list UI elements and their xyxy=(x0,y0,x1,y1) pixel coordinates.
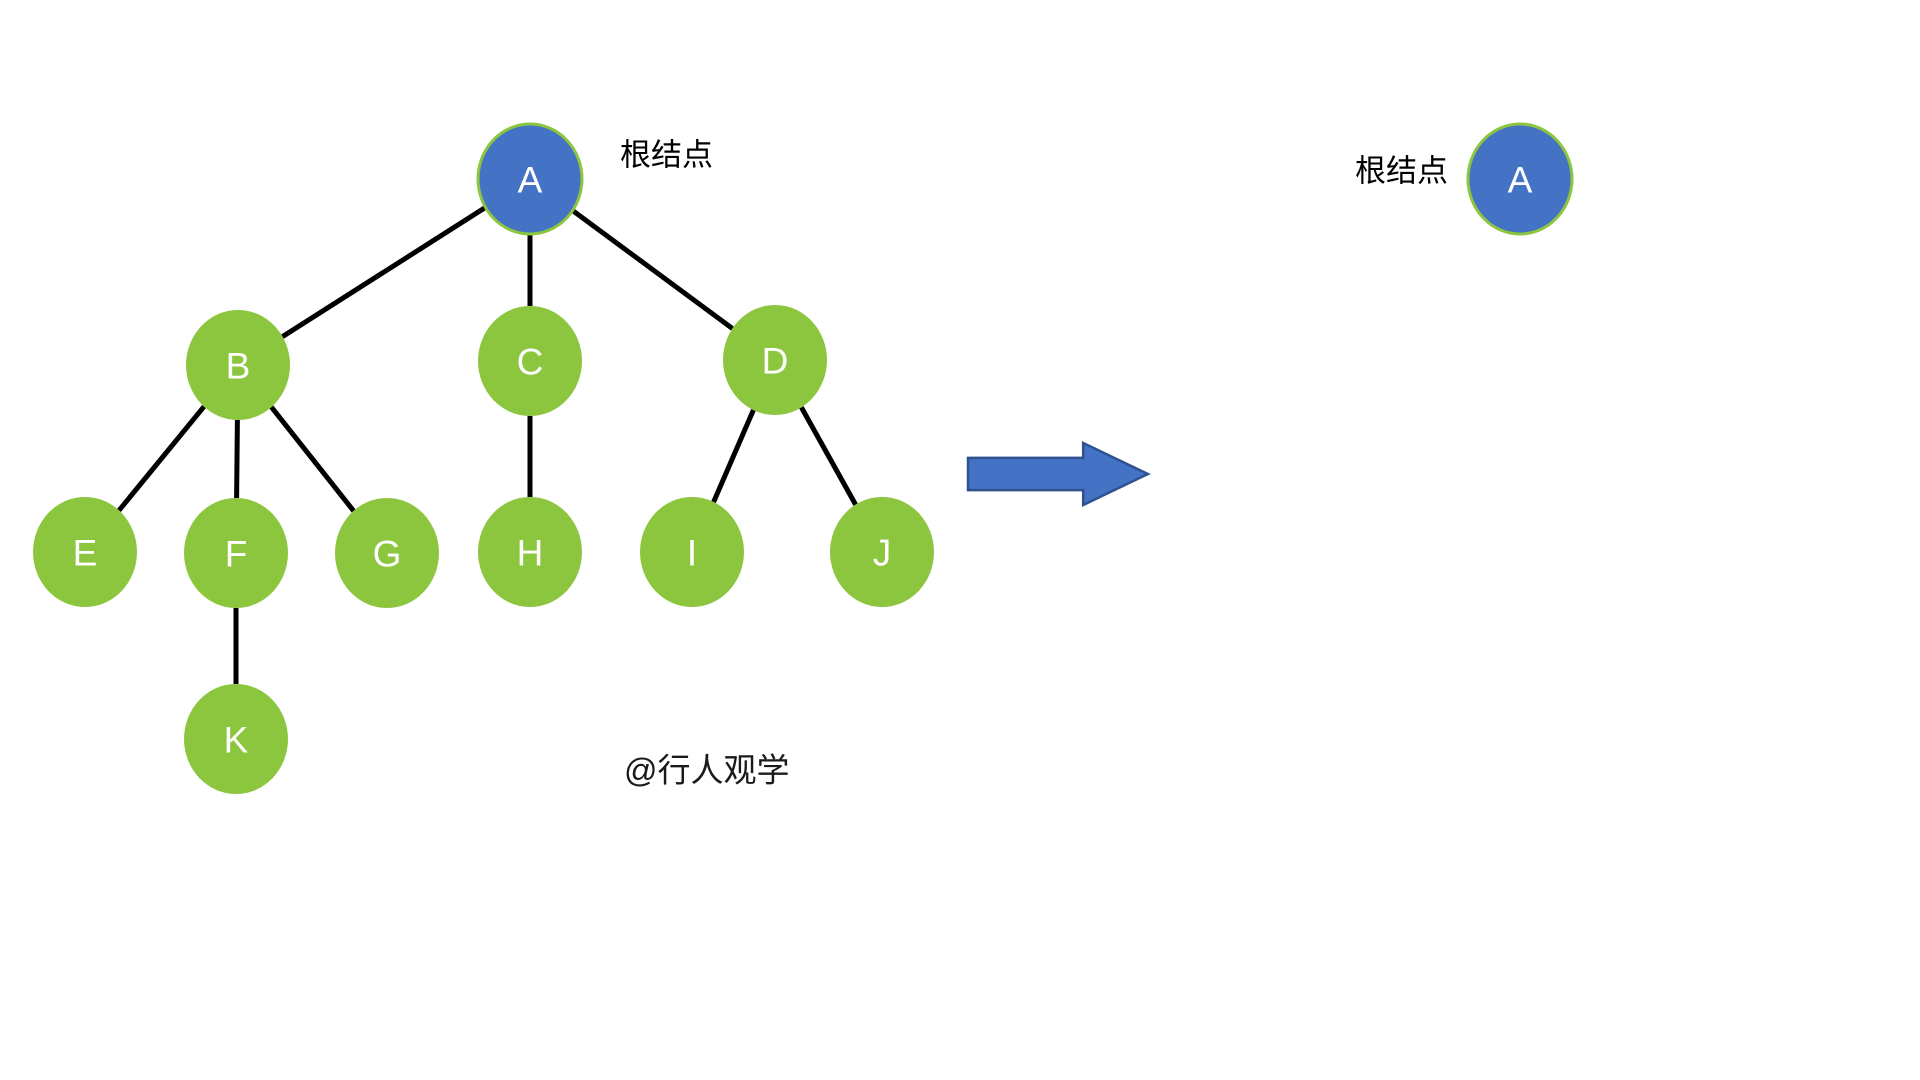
tree-node-shape-c xyxy=(478,306,582,416)
tree-edge-a-b xyxy=(281,205,487,339)
right-tree-group: A xyxy=(1466,122,1574,236)
result-tree-node-shape-a xyxy=(1466,122,1574,236)
tree-node-d[interactable]: D xyxy=(723,305,827,415)
tree-node-label-j: J xyxy=(873,533,892,574)
tree-edges-group xyxy=(117,205,858,684)
tree-node-shape-d xyxy=(723,305,827,415)
tree-node-shape-h xyxy=(478,497,582,607)
tree-nodes-group: A B C D E F G H I J K xyxy=(33,122,934,794)
transform-arrow-group xyxy=(966,441,1151,507)
tree-node-shape-k xyxy=(184,684,288,794)
tree-node-shape-a xyxy=(476,122,584,236)
tree-node-k[interactable]: K xyxy=(184,684,288,794)
tree-node-label-b: B xyxy=(226,346,251,387)
tree-node-h[interactable]: H xyxy=(478,497,582,607)
tree-node-i[interactable]: I xyxy=(640,497,744,607)
tree-node-shape-e xyxy=(33,497,137,607)
tree-node-e[interactable]: E xyxy=(33,497,137,607)
tree-node-label-c: C xyxy=(517,342,544,383)
tree-node-a[interactable]: A xyxy=(476,122,584,236)
tree-node-label-i: I xyxy=(687,533,697,574)
result-tree-node-label-a: A xyxy=(1508,160,1533,201)
tree-edge-a-d xyxy=(571,208,734,331)
tree-node-g[interactable]: G xyxy=(335,498,439,608)
annotations-group: 根结点 根结点 @行人观学 xyxy=(620,138,1448,789)
tree-node-label-d: D xyxy=(762,341,789,382)
tree-node-label-e: E xyxy=(73,533,98,574)
tree-edge-d-j xyxy=(799,406,858,506)
tree-edge-b-g xyxy=(269,405,356,513)
right-tree-root-annotation: 根结点 xyxy=(1355,154,1448,189)
tree-edge-b-e xyxy=(117,405,206,512)
tree-node-shape-i xyxy=(640,497,744,607)
left-tree-root-annotation: 根结点 xyxy=(620,138,713,173)
tree-node-label-a: A xyxy=(518,160,543,201)
tree-node-f[interactable]: F xyxy=(184,498,288,608)
tree-node-label-g: G xyxy=(373,534,402,575)
tree-node-shape-f xyxy=(184,498,288,608)
tree-edge-b-f xyxy=(234,419,240,499)
tree-node-label-h: H xyxy=(517,533,544,574)
tree-edge-d-i xyxy=(711,409,756,503)
tree-node-shape-g xyxy=(335,498,439,608)
tree-node-label-f: F xyxy=(225,534,248,575)
tree-node-c[interactable]: C xyxy=(478,306,582,416)
result-tree-node-a[interactable]: A xyxy=(1466,122,1574,236)
tree-node-shape-j xyxy=(830,497,934,607)
tree-node-shape-b xyxy=(186,310,290,420)
watermark-label: @行人观学 xyxy=(624,752,790,789)
tree-node-label-k: K xyxy=(224,720,249,761)
tree-node-j[interactable]: J xyxy=(830,497,934,607)
tree-node-b[interactable]: B xyxy=(186,310,290,420)
transform-arrow-icon xyxy=(966,441,1151,507)
